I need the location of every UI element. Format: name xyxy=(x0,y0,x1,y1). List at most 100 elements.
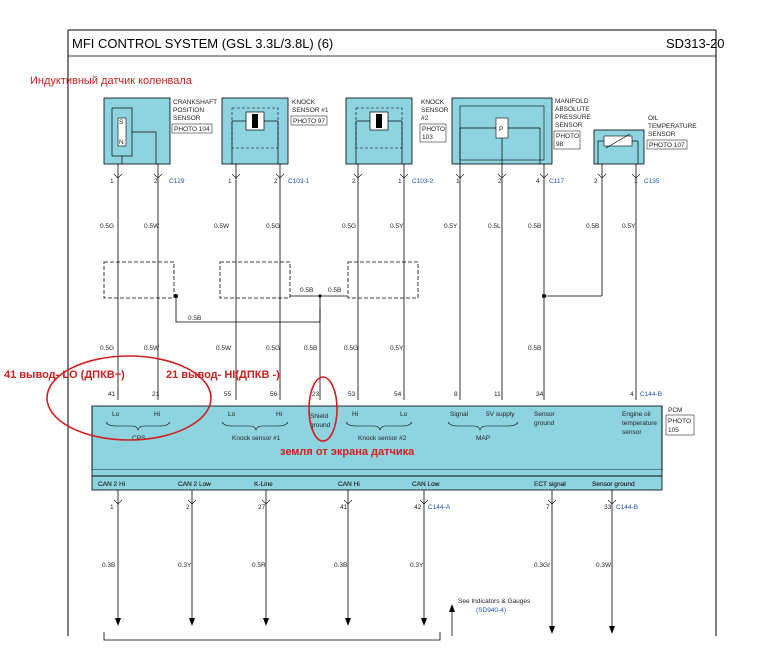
svg-text:8: 8 xyxy=(454,391,458,398)
see-reference-label: See Indicators & Gauges xyxy=(458,598,531,605)
svg-text:7: 7 xyxy=(546,504,550,511)
svg-text:sensor: sensor xyxy=(622,429,642,436)
svg-text:#2: #2 xyxy=(421,115,429,122)
svg-text:C117: C117 xyxy=(549,178,564,185)
svg-text:0.5B: 0.5B xyxy=(188,315,201,322)
annotation-cps-ellipse xyxy=(46,355,212,441)
svg-text:POSITION: POSITION xyxy=(173,107,204,114)
sensor-pole-s: S xyxy=(119,119,124,126)
annotation-shield-ellipse xyxy=(308,376,338,442)
svg-text:C144-A: C144-A xyxy=(428,504,451,511)
svg-text:C103-1: C103-1 xyxy=(288,178,310,185)
svg-text:CPS: CPS xyxy=(132,435,146,442)
svg-text:34: 34 xyxy=(536,391,544,398)
svg-text:0.5B: 0.5B xyxy=(304,345,317,352)
svg-text:0.5G: 0.5G xyxy=(266,223,280,230)
svg-text:SENSOR: SENSOR xyxy=(421,107,449,114)
svg-text:0.5G: 0.5G xyxy=(344,345,358,352)
pcm-bottom-pins: 1 2 27 41 42 C144-A 7 33 C144-B xyxy=(110,504,638,511)
sensor-pole-n: N xyxy=(119,139,124,146)
map-sensor: P MANIFOLD ABSOLUTE PRESSURE SENSOR PHOT… xyxy=(451,97,591,165)
svg-text:CAN 2 Low: CAN 2 Low xyxy=(178,481,211,488)
wire-labels-top: 0.5G 0.5W 0.5W 0.5G 0.5G 0.5Y 0.5Y 0.5L … xyxy=(100,223,636,230)
svg-text:0.5G: 0.5G xyxy=(266,345,280,352)
svg-text:0.3W: 0.3W xyxy=(596,562,612,569)
svg-text:temperature: temperature xyxy=(622,420,657,427)
svg-text:Lo: Lo xyxy=(228,411,236,418)
see-reference-link[interactable]: (SD940-4) xyxy=(476,607,506,614)
svg-text:1: 1 xyxy=(228,178,232,185)
svg-text:C129: C129 xyxy=(169,178,185,185)
svg-text:2: 2 xyxy=(352,178,356,185)
svg-text:Shield: Shield xyxy=(310,413,328,420)
svg-text:0.5B: 0.5B xyxy=(300,287,313,294)
svg-text:0.3Gr: 0.3Gr xyxy=(534,562,551,569)
svg-text:103: 103 xyxy=(422,134,433,141)
map-element-p: P xyxy=(499,126,503,133)
svg-text:ABSOLUTE: ABSOLUTE xyxy=(555,106,590,113)
svg-text:0.5B: 0.5B xyxy=(328,287,341,294)
svg-text:0.5R: 0.5R xyxy=(252,562,266,569)
svg-text:33: 33 xyxy=(604,504,612,511)
annotation-pin41: 41 вывод- LO (ДПКВ+) xyxy=(4,369,125,381)
svg-text:C144-B: C144-B xyxy=(640,391,662,398)
page-code: SD313-20 xyxy=(666,36,725,51)
svg-text:KNOCK: KNOCK xyxy=(292,99,316,106)
svg-text:41: 41 xyxy=(108,391,116,398)
svg-text:0.5B: 0.5B xyxy=(586,223,599,230)
svg-text:0.3Y: 0.3Y xyxy=(410,562,424,569)
annotation-shield: земля от экрана датчика xyxy=(280,446,415,458)
svg-text:1: 1 xyxy=(110,504,114,511)
bottom-wire-labels: 0.3B 0.3Y 0.5R 0.3B 0.3Y 0.3Gr 0.3W xyxy=(102,562,612,569)
svg-text:0.5W: 0.5W xyxy=(214,223,230,230)
svg-text:KNOCK: KNOCK xyxy=(421,99,445,106)
svg-text:PRESSURE: PRESSURE xyxy=(555,114,591,121)
svg-text:55: 55 xyxy=(224,391,232,398)
svg-text:0.5L: 0.5L xyxy=(488,223,501,230)
knock-sensor-2: KNOCK SENSOR #2 PHOTO 103 xyxy=(345,97,449,165)
svg-text:0.5Y: 0.5Y xyxy=(622,223,636,230)
oil-temperature-sensor: OIL TEMPERATURE SENSOR PHOTO 107 xyxy=(593,115,697,165)
knock-sensor-1: KNOCK SENSOR #1 PHOTO 97 xyxy=(221,97,329,165)
svg-text:0.5W: 0.5W xyxy=(144,345,160,352)
svg-text:27: 27 xyxy=(258,504,266,511)
svg-text:PCM: PCM xyxy=(668,407,682,414)
svg-text:0.3Y: 0.3Y xyxy=(178,562,192,569)
page-title: MFI CONTROL SYSTEM (GSL 3.3L/3.8L) (6) xyxy=(72,36,333,51)
svg-text:ground: ground xyxy=(310,422,331,429)
svg-text:42: 42 xyxy=(414,504,422,511)
svg-text:C144-B: C144-B xyxy=(616,504,638,511)
pcm-module: Lo Hi CPS Lo Hi Knock sensor #1 Shield g… xyxy=(91,405,695,488)
svg-text:Lo: Lo xyxy=(400,411,408,418)
crankshaft-sensor: S N CRANKSHAFT POSITION SENSOR PHOTO 104 xyxy=(103,97,217,165)
svg-text:ECT signal: ECT signal xyxy=(534,481,566,488)
svg-text:1: 1 xyxy=(456,178,460,185)
svg-text:0.5W: 0.5W xyxy=(216,345,232,352)
svg-text:5V supply: 5V supply xyxy=(486,411,515,418)
svg-text:23: 23 xyxy=(312,391,320,398)
pcm-bottom-labels: CAN 2 Hi CAN 2 Low K-Line CAN Hi CAN Low… xyxy=(98,481,635,488)
svg-text:4: 4 xyxy=(630,391,634,398)
pcm-bottom-stubs xyxy=(117,490,613,512)
svg-text:Knock sensor #2: Knock sensor #2 xyxy=(358,435,407,442)
svg-text:0.5B: 0.5B xyxy=(528,223,541,230)
annotation-pin21: 21 вывод- HI(ДПКВ -) xyxy=(166,369,280,381)
shield-wire-labels: 0.5B 0.5B 0.5B xyxy=(188,287,341,322)
svg-text:1: 1 xyxy=(398,178,402,185)
svg-text:PHOTO 104: PHOTO 104 xyxy=(174,126,210,133)
svg-text:MAP: MAP xyxy=(476,435,490,442)
connector-chevrons xyxy=(113,173,641,179)
svg-text:C135: C135 xyxy=(644,178,660,185)
pcm-top-pins: 41 21 55 56 23 53 54 8 11 34 4 C144-B xyxy=(108,391,662,398)
svg-text:0.5Y: 0.5Y xyxy=(390,345,404,352)
svg-text:Lo: Lo xyxy=(112,411,120,418)
svg-text:11: 11 xyxy=(494,391,501,398)
pcm-bottom-band xyxy=(91,475,663,491)
svg-text:SENSOR: SENSOR xyxy=(173,115,201,122)
svg-text:PHOTO: PHOTO xyxy=(422,126,445,133)
svg-text:PHOTO 97: PHOTO 97 xyxy=(293,118,325,125)
svg-text:0.5Y: 0.5Y xyxy=(390,223,404,230)
svg-text:Signal: Signal xyxy=(450,411,469,418)
svg-text:4: 4 xyxy=(536,178,540,185)
